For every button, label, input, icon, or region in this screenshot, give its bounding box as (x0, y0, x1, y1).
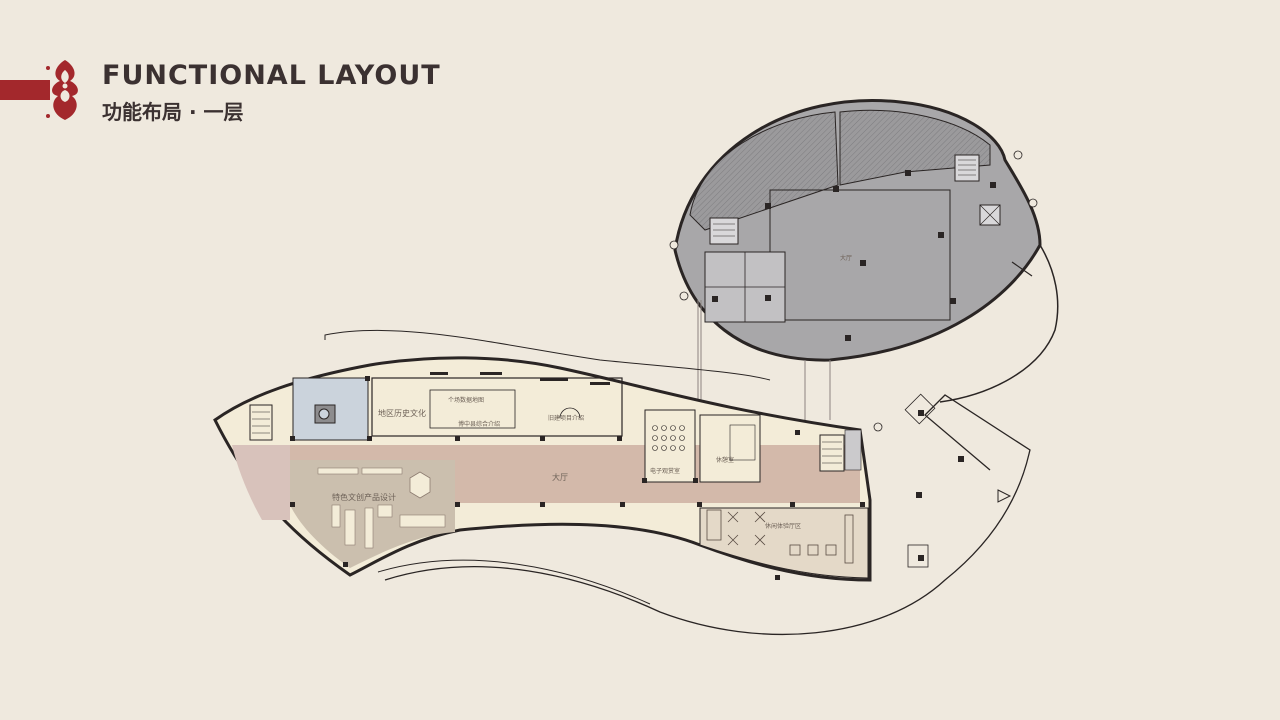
upper-stair-left (709, 217, 739, 245)
upper-hall-label: 大厅 (840, 254, 852, 262)
county-intro-label: 博中县综合介绍 (458, 420, 500, 428)
local-history-label: 地区历史文化 (378, 408, 426, 418)
lower-building: 大厅 特色文创产品设计 地区历史文化 个场数据地图 博中县综合介绍 旧建项目介绍 (213, 356, 872, 582)
lower-outer-contour (384, 394, 1031, 636)
upper-building: 大厅 (673, 99, 1059, 403)
cloud-scroll-emblem-icon (46, 60, 78, 120)
project-intro-label: 旧建项目介绍 (548, 414, 584, 422)
craft-design-label: 特色文创产品设计 (332, 492, 396, 502)
upper-hatched-area-right (839, 109, 991, 186)
exhibition-room (371, 377, 623, 437)
grid-markers (669, 150, 1038, 432)
rest-room-label: 休憩室 (716, 456, 734, 464)
page-header (0, 52, 520, 132)
leisure-experience-hall (699, 507, 869, 579)
header-accent-bar (0, 80, 50, 100)
digital-map-label: 个场数据地图 (448, 396, 484, 404)
left-stair (249, 404, 273, 441)
connectors (697, 300, 831, 420)
upper-hatched-area-left (689, 111, 839, 231)
page-title-cn: 功能布局 · 一层 (102, 100, 244, 124)
upper-ramp (939, 244, 1059, 403)
leisure-exp-label: 休闲体验厅区 (765, 522, 801, 530)
plaza-columns (916, 410, 964, 561)
page-title-en: FUNCTIONAL LAYOUT (102, 60, 441, 91)
entry-area (232, 445, 290, 520)
upper-plaza-edge (324, 329, 771, 381)
upper-stair-right (954, 154, 980, 182)
e-reading-label: 电子观赏室 (650, 467, 680, 475)
lobby-label: 大厅 (552, 472, 568, 482)
right-stair (819, 434, 845, 472)
